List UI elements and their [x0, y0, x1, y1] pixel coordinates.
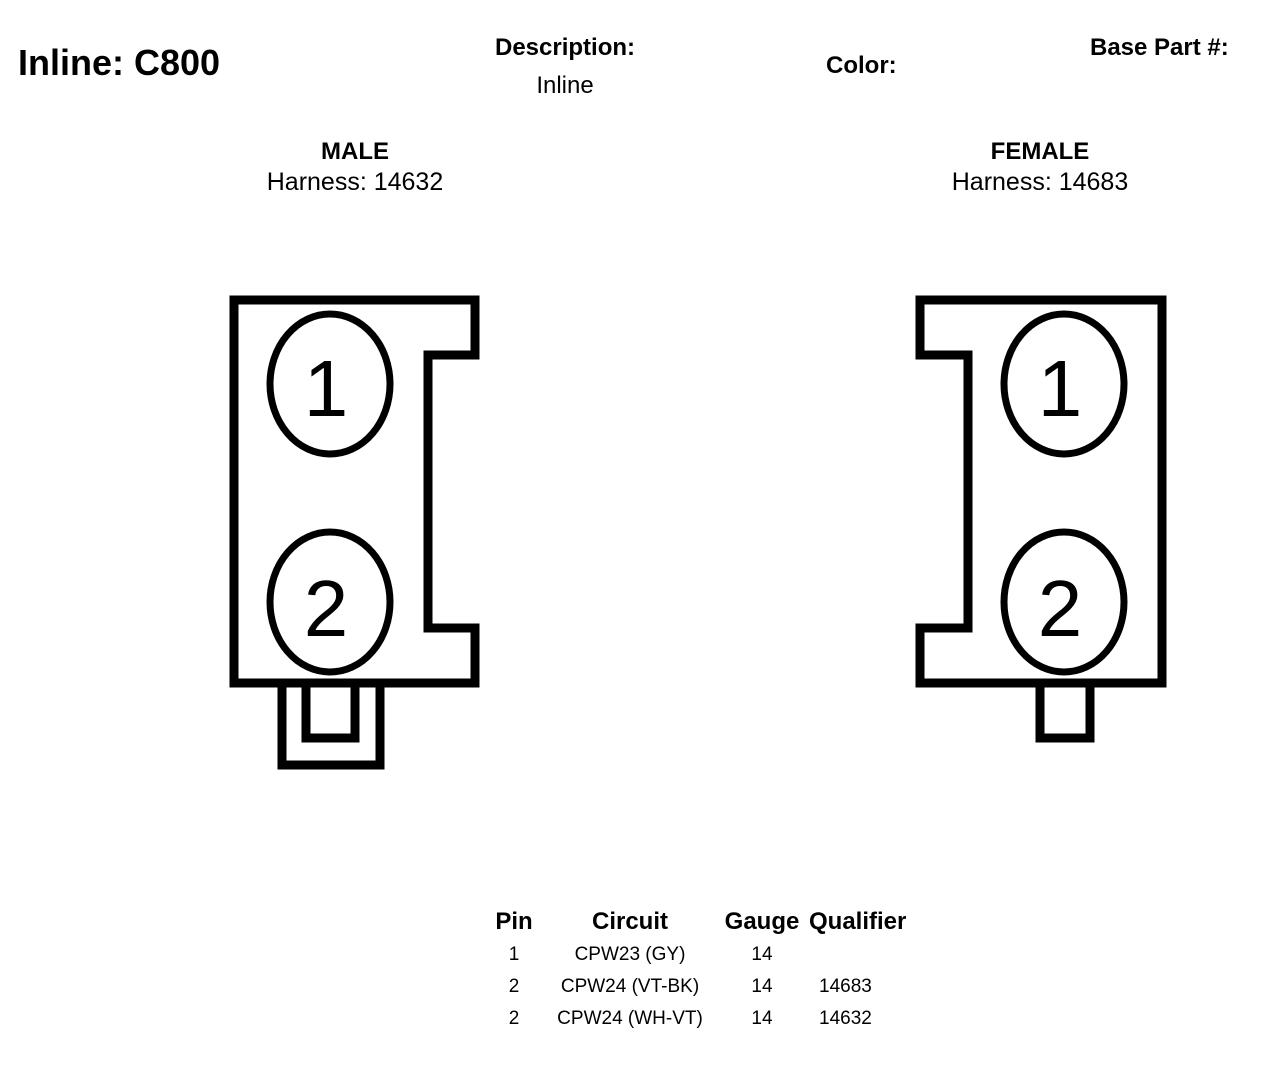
female-harness: Harness: 14683	[951, 168, 1129, 196]
table-row: 1 CPW23 (GY) 14	[486, 939, 942, 971]
column-header-gauge: Gauge	[724, 908, 800, 935]
pin-cell: 2	[508, 976, 520, 997]
column-header-pin: Pin	[495, 908, 533, 935]
female-heading: FEMALE	[990, 138, 1090, 165]
gauge-cell: 14	[751, 944, 773, 965]
circuit-cell: CPW24 (VT-BK)	[560, 976, 700, 997]
base-part-label: Base Part #:	[1090, 34, 1229, 61]
pin-cell: 1	[508, 944, 520, 965]
female-connector-body	[915, 295, 1167, 688]
male-pin-2-cavity	[266, 528, 394, 676]
female-pin-1-cavity	[1000, 310, 1128, 458]
gauge-cell: 14	[751, 976, 773, 997]
qualifier-cell: 14683	[819, 976, 872, 997]
male-harness: Harness: 14632	[266, 168, 444, 196]
male-latch-outer	[277, 683, 385, 770]
table-row: 2 CPW24 (WH-VT) 14 14632	[486, 1003, 942, 1035]
pin-table-header-row: Pin Circuit Gauge Qualifier	[486, 905, 942, 939]
column-header-qualifier: Qualifier	[809, 908, 907, 935]
pin-cell: 2	[508, 1008, 520, 1029]
female-pin-2-label: 2	[1038, 564, 1083, 653]
description-value: Inline	[536, 72, 594, 99]
qualifier-cell: 14632	[819, 1008, 872, 1029]
male-connector-body	[229, 295, 480, 688]
gauge-cell: 14	[751, 1008, 773, 1029]
circuit-cell: CPW23 (GY)	[574, 944, 686, 965]
female-pin-1-label: 1	[1038, 344, 1083, 433]
male-pin-1-label: 1	[304, 344, 349, 433]
male-latch-inner	[301, 683, 360, 743]
qualifier-cell	[806, 939, 942, 971]
male-pin-2-label: 2	[304, 564, 349, 653]
color-label: Color:	[826, 52, 897, 79]
pin-table: Pin Circuit Gauge Qualifier 1 CPW23 (GY)…	[486, 905, 942, 1035]
male-heading: MALE	[321, 138, 389, 165]
column-header-circuit: Circuit	[591, 908, 668, 935]
description-label: Description:	[494, 34, 635, 61]
page-title: Inline: C800	[18, 42, 221, 83]
male-pin-1-cavity	[266, 310, 394, 458]
table-row: 2 CPW24 (VT-BK) 14 14683	[486, 971, 942, 1003]
female-latch	[1035, 683, 1095, 743]
female-pin-2-cavity	[1000, 528, 1128, 676]
circuit-cell: CPW24 (WH-VT)	[557, 1008, 703, 1029]
